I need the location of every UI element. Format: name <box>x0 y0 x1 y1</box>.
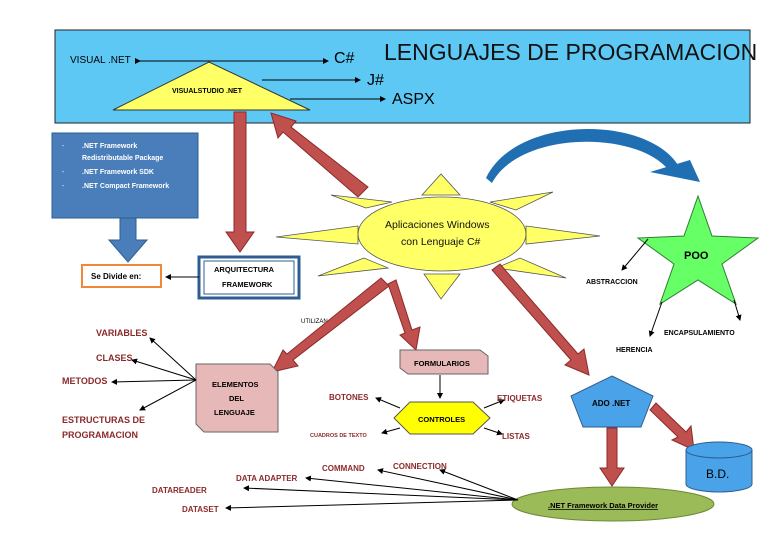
red-arrow-ado-to-bd <box>649 402 695 451</box>
arquitectura-line2: FRAMEWORK <box>222 280 273 289</box>
ctrl-etiquetas: ETIQUETAS <box>497 394 543 403</box>
sun-ray-top-left <box>330 194 393 209</box>
framework-callout-arrow <box>107 217 149 263</box>
arrow-prov-adapter <box>305 475 519 501</box>
visual-net-label: VISUAL .NET <box>70 55 131 66</box>
arrow-elem-metodos <box>111 378 197 385</box>
curved-arrow-body <box>486 128 678 183</box>
elem-metodos: METODOS <box>62 376 107 386</box>
framework-item-3-line1: .NET Compact Framework <box>82 183 169 190</box>
red-arrow-vs-down <box>225 111 255 253</box>
arquitectura-line1: ARQUITECTURA <box>214 265 275 274</box>
elem-estructuras-line2: PROGRAMACION <box>62 430 138 440</box>
sun-ray-bottom <box>423 273 461 300</box>
sun-ray-left <box>275 225 359 245</box>
provider-ellipse <box>511 486 715 522</box>
framework-item-1-line2: Redistributable Package <box>82 155 163 162</box>
red-arrow-ado-to-provider <box>599 427 625 487</box>
arrow-prov-dataset <box>225 499 519 511</box>
elem-estructuras-line1: ESTRUCTURAS DE <box>62 415 145 425</box>
sun-ray-top <box>421 173 461 196</box>
arrow-ctrl-botones <box>375 397 401 409</box>
elementos-box <box>195 363 279 433</box>
poo-herencia: HERENCIA <box>616 347 653 354</box>
arrow-elem-variables <box>149 337 197 381</box>
arrow-elem-clases <box>131 358 197 381</box>
lang-aspx-label: ASPX <box>392 91 435 108</box>
ctrl-listas: LISTAS <box>502 432 531 441</box>
arrow-prov-datareader <box>243 485 519 501</box>
framework-item-2-line1: .NET Framework SDK <box>82 169 154 176</box>
utilizan-label: UTILIZAN <box>301 319 328 325</box>
prov-datareader: DATAREADER <box>152 486 207 495</box>
elementos-line1: ELEMENTOS <box>212 380 259 389</box>
controles-hexagon <box>393 401 491 435</box>
framework-item-3-bullet: - <box>62 183 65 190</box>
framework-item-2-bullet: - <box>62 169 65 176</box>
arrow-ctrl-etiquetas <box>483 399 505 409</box>
sun-center-line2: con Lenguaje C# <box>401 236 481 248</box>
framework-item-1-bullet: - <box>62 143 65 150</box>
ado-label: ADO .NET <box>592 399 630 408</box>
arrow-poo-herencia <box>648 301 663 337</box>
prov-connection: CONNECTION <box>393 462 447 471</box>
bd-cylinder-top <box>685 441 753 459</box>
diagram-title: LENGUAJES DE PROGRAMACION <box>384 39 757 65</box>
bd-cylinder-body <box>685 449 753 493</box>
poo-star <box>636 194 760 306</box>
arrow-elem-estructuras <box>139 379 197 411</box>
elementos-line2: DEL <box>229 394 244 403</box>
elementos-line3: LENGUAJE <box>214 408 255 417</box>
visual-studio-triangle <box>112 61 311 111</box>
sun-center-ellipse <box>357 196 527 272</box>
curved-arrow-head <box>650 160 700 182</box>
sun-center-line1: Aplicaciones Windows <box>385 219 489 231</box>
red-arrow-sun-to-formularios <box>387 279 421 351</box>
prov-data-adapter: DATA ADAPTER <box>236 474 298 483</box>
red-arrow-sun-to-elementos <box>271 277 390 373</box>
sun-ray-top-right <box>489 191 554 211</box>
red-arrow-sun-to-vs <box>270 112 369 198</box>
sun-ray-bottom-right <box>494 257 567 279</box>
arrow-prov-connection <box>439 468 519 501</box>
formularios-box <box>399 349 489 375</box>
arrow-prov-command <box>377 468 519 501</box>
poo-label: POO <box>684 250 709 262</box>
ctrl-botones: BOTONES <box>329 393 369 402</box>
lang-cs-label: C# <box>334 50 355 67</box>
prov-dataset: DATASET <box>182 505 219 514</box>
arrow-ctrl-listas <box>483 427 503 436</box>
arrow-poo-encapsulamiento <box>733 299 742 321</box>
ctrl-cuadros: CUADROS DE TEXTO <box>310 433 367 439</box>
arquitectura-box-inner <box>203 260 295 295</box>
sun-ray-right <box>525 225 601 245</box>
sun-ray-bottom-left <box>317 257 390 277</box>
arrow-ctrl-cuadros <box>381 427 401 435</box>
arrow-poo-abstraccion <box>621 238 649 271</box>
formularios-label: FORMULARIOS <box>414 359 470 368</box>
bd-label: B.D. <box>706 467 729 481</box>
se-divide-box <box>81 264 162 288</box>
lang-js-label: J# <box>367 72 384 89</box>
framework-item-1-line1: .NET Framework <box>82 143 137 150</box>
se-divide-label: Se Divide en: <box>91 272 141 281</box>
controles-label: CONTROLES <box>418 415 465 424</box>
elem-variables: VARIABLES <box>96 328 147 338</box>
elem-clases: CLASES <box>96 353 133 363</box>
poo-encapsulamiento: ENCAPSULAMIENTO <box>664 330 735 337</box>
prov-command: COMMAND <box>322 464 365 473</box>
ado-pentagon <box>570 375 654 428</box>
provider-label: .NET Framework Data Provider <box>548 501 658 510</box>
poo-abstraccion: ABSTRACCION <box>586 279 638 286</box>
visual-studio-label: VISUALSTUDIO .NET <box>172 88 243 95</box>
arquitectura-box <box>197 255 301 300</box>
red-arrow-sun-to-ado <box>491 263 590 376</box>
